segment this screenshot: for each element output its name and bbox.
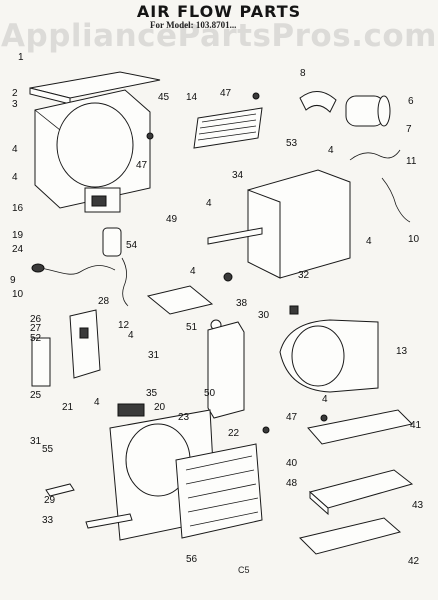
callout-6: 6	[408, 96, 414, 107]
callout-30: 30	[258, 310, 270, 321]
part-motor	[345, 95, 391, 127]
callout-31: 31	[148, 350, 160, 361]
part-top-strip	[307, 409, 413, 445]
callout-3: 3	[12, 99, 18, 110]
callout-12: 12	[118, 320, 130, 331]
callout-54: 54	[126, 240, 138, 251]
part-blower-housing	[279, 319, 379, 393]
callout-32: 32	[298, 270, 310, 281]
part-shroud	[247, 169, 351, 279]
part-fasteners	[121, 92, 328, 434]
callout-7: 7	[406, 124, 412, 135]
callout-45: 45	[158, 92, 170, 103]
callout-4: 4	[328, 145, 334, 156]
callout-51: 51	[186, 322, 198, 333]
part-base-panel	[146, 285, 214, 315]
callout-28: 28	[98, 296, 110, 307]
callout-10: 10	[408, 234, 420, 245]
callout-4: 4	[366, 236, 372, 247]
callout-49: 49	[166, 214, 178, 225]
diagram-title: AIR FLOW PARTS	[136, 2, 302, 21]
model-line: For Model: 103.8701...	[150, 20, 237, 30]
callout-53: 53	[286, 138, 298, 149]
callout-4: 4	[322, 394, 328, 405]
callout-27: 27	[30, 323, 42, 334]
callout-14: 14	[186, 92, 198, 103]
callout-8: 8	[300, 68, 306, 79]
part-partition	[207, 321, 245, 419]
callout-4: 4	[128, 330, 134, 341]
callout-16: 16	[12, 203, 24, 214]
callout-42: 42	[408, 556, 420, 567]
part-front-frame	[34, 89, 151, 209]
callout-24: 24	[12, 244, 24, 255]
callout-9: 9	[10, 275, 16, 286]
part-filter-pad	[299, 517, 402, 555]
part-small-fittings	[210, 272, 299, 331]
callout-33: 33	[42, 515, 54, 526]
callout-35: 35	[146, 388, 158, 399]
callout-1: 1	[18, 52, 24, 63]
part-rail	[207, 227, 263, 245]
callout-4: 4	[94, 397, 100, 408]
callout-10: 10	[12, 289, 24, 300]
callout-4: 4	[190, 266, 196, 277]
part-air-filter	[193, 107, 263, 149]
callout-40: 40	[286, 458, 298, 469]
callout-21: 21	[62, 402, 74, 413]
part-tray	[308, 469, 414, 516]
part-wires	[349, 149, 411, 223]
callout-4: 4	[12, 172, 18, 183]
callout-38: 38	[236, 298, 248, 309]
part-capacitor	[102, 227, 122, 257]
part-small-strips	[45, 483, 133, 529]
callout-4: 4	[206, 198, 212, 209]
callout-50: 50	[204, 388, 216, 399]
callout-47: 47	[136, 160, 148, 171]
callout-11: 11	[406, 156, 417, 167]
callout-48: 48	[286, 478, 298, 489]
part-louver-assembly	[175, 443, 263, 539]
callout-4: 4	[12, 144, 18, 155]
footer-code: C5	[238, 565, 250, 575]
callout-20: 20	[154, 402, 166, 413]
part-control-bracket	[31, 309, 101, 387]
callout-41: 41	[410, 420, 422, 431]
callout-26: 26	[30, 314, 42, 325]
callout-23: 23	[178, 412, 190, 423]
part-wire-harness	[31, 263, 116, 275]
callout-22: 22	[228, 428, 240, 439]
callout-47: 47	[220, 88, 232, 99]
part-strap	[299, 91, 337, 113]
callout-56: 56	[186, 554, 198, 565]
callout-55: 55	[42, 444, 54, 455]
callout-34: 34	[232, 170, 244, 181]
callout-2: 2	[12, 88, 18, 99]
callout-47: 47	[286, 412, 298, 423]
callout-13: 13	[396, 346, 408, 357]
callout-43: 43	[412, 500, 424, 511]
callout-52: 52	[30, 333, 42, 344]
callout-31: 31	[30, 436, 42, 447]
callout-29: 29	[44, 495, 56, 506]
part-bracket	[84, 187, 121, 213]
callout-25: 25	[30, 390, 42, 401]
callout-19: 19	[12, 230, 24, 241]
